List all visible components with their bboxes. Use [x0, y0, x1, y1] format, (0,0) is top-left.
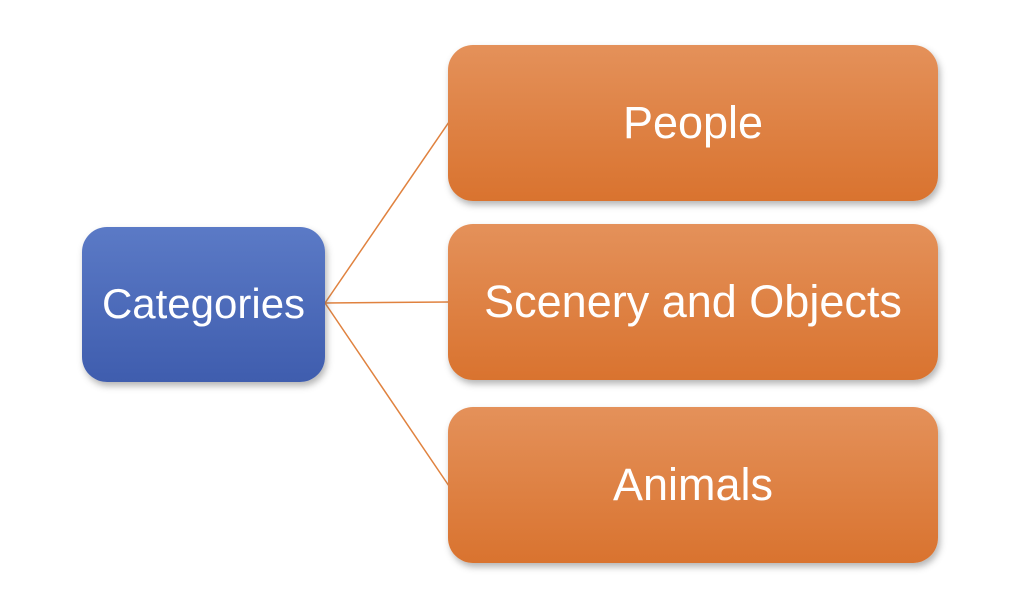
categories-node-label: Categories	[101, 280, 306, 328]
people-node: People	[448, 45, 938, 201]
categories-node: Categories	[82, 227, 325, 382]
connector-categories-animals	[324, 302, 450, 487]
animals-node-label: Animals	[612, 459, 774, 511]
scenery-and-objects-node-label: Scenery and Objects	[484, 276, 902, 328]
connector-categories-scenery-and-objects	[324, 301, 450, 304]
connector-categories-people	[324, 121, 450, 304]
people-node-label: People	[622, 97, 764, 149]
scenery-and-objects-node: Scenery and Objects	[448, 224, 938, 380]
animals-node: Animals	[448, 407, 938, 563]
